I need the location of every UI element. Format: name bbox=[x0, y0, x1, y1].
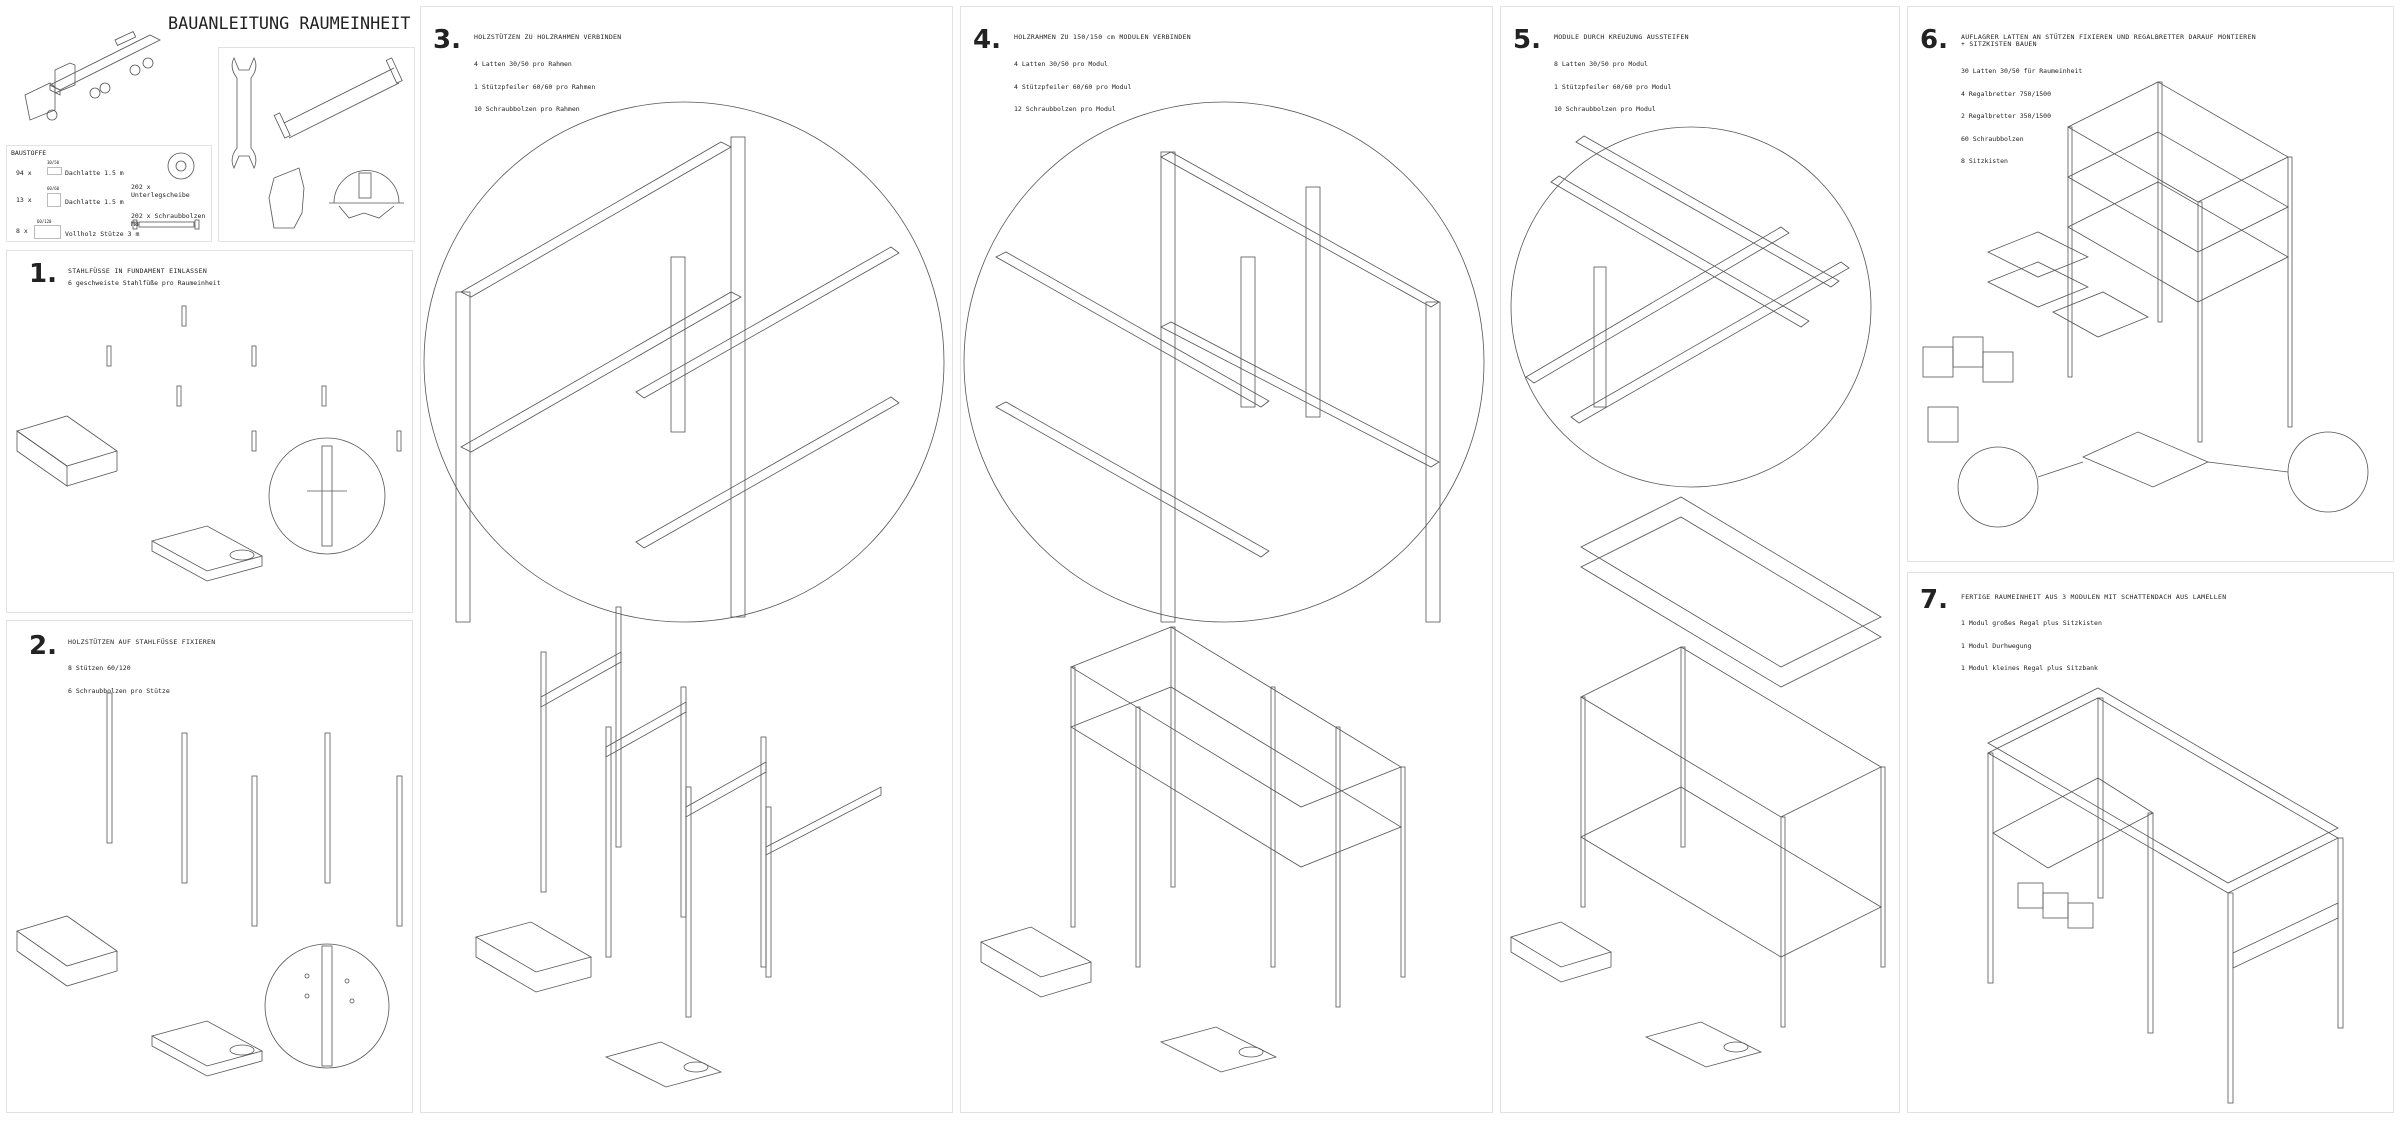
step-line: 30 Latten 30/50 für Raumeinheit bbox=[1961, 67, 2083, 75]
step-details: 4 Latten 30/50 pro Rahmen 1 Stützpfeiler… bbox=[474, 46, 595, 129]
step-line: 1 Modul großes Regal plus Sitzkisten bbox=[1961, 619, 2102, 627]
step-line: 4 Regalbretter 750/1500 bbox=[1961, 89, 2052, 98]
step-title: MODULE DURCH KREUZUNG AUSSTEIFEN bbox=[1554, 33, 1689, 41]
step-1-panel: 1. STAHLFÜSSE IN FUNDAMENT EINLASSEN 6 g… bbox=[6, 250, 413, 613]
finished-unit-drawing bbox=[1987, 687, 2344, 1104]
glove-icon bbox=[268, 167, 305, 229]
step-title: STAHLFÜSSE IN FUNDAMENT EINLASSEN bbox=[68, 267, 208, 275]
step-details: 30 Latten 30/50 für Raumeinheit 4 Regalb… bbox=[1961, 53, 2082, 181]
truck-illustration bbox=[24, 31, 161, 121]
step-3-panel: 3. HOLZSTÜTZEN ZU HOLZRAHMEN VERBINDEN 4… bbox=[420, 6, 953, 1113]
saw-icon bbox=[273, 57, 403, 139]
step-number: 2. bbox=[29, 631, 57, 661]
material-size: 30/50 bbox=[47, 160, 60, 165]
bracing-detail-drawing bbox=[1510, 126, 1886, 1068]
frame-detail-drawing bbox=[423, 101, 945, 1088]
step-line: 6 geschweiste Stahlfüße pro Raumeinheit bbox=[68, 279, 221, 287]
step-details: 8 Stützen 60/120 6 Schraubbolzen pro Stü… bbox=[68, 650, 170, 710]
shelf-assembly-drawing bbox=[1922, 81, 2369, 528]
washer-label: 202 x Unterlegscheibe bbox=[131, 183, 190, 199]
washer-icon bbox=[167, 152, 195, 180]
material-qty: 8 x bbox=[16, 227, 28, 235]
step-details: 6 geschweiste Stahlfüße pro Raumeinheit bbox=[68, 279, 221, 288]
step-title-continued: + SITZKISTEN BAUEN bbox=[1961, 40, 2037, 48]
step-number: 1. bbox=[29, 259, 57, 289]
material-qty: 94 x bbox=[16, 169, 32, 177]
wrench-icon bbox=[231, 57, 257, 169]
step-number: 3. bbox=[433, 25, 461, 55]
steel-feet-drawing bbox=[16, 305, 402, 582]
bolt-icon bbox=[132, 219, 200, 230]
step-line: 60 Schraubbolzen bbox=[1961, 134, 2024, 143]
step-7-panel: 7. FERTIGE RAUMEINHEIT AUS 3 MODULEN MIT… bbox=[1907, 572, 2394, 1113]
step-title: AUFLAGRER LATTEN AN STÜTZEN FIXIEREN UND… bbox=[1961, 33, 2256, 41]
step-line: 4 Stützpfeiler 60/60 pro Modul bbox=[1014, 82, 1132, 91]
step-line: 10 Schraubbolzen pro Rahmen bbox=[474, 105, 580, 113]
step-4-panel: 4. HOLZRAHMEN ZU 150/150 cm MODULEN VERB… bbox=[960, 6, 1493, 1113]
step-line: 6 Schraubbolzen pro Stütze bbox=[68, 686, 170, 695]
step-line: 8 Stützen 60/120 bbox=[68, 664, 131, 672]
step-number: 4. bbox=[973, 25, 1001, 55]
step-title: FERTIGE RAUMEINHEIT AUS 3 MODULEN MIT SC… bbox=[1961, 593, 2227, 601]
step-line: 1 Modul Durhwegung bbox=[1961, 641, 2032, 650]
step-line: 4 Latten 30/50 pro Modul bbox=[1014, 60, 1108, 68]
material-label: Dachlatte 1.5 m bbox=[65, 198, 124, 206]
step-number: 7. bbox=[1920, 585, 1948, 615]
step-line: 12 Schraubbolzen pro Modul bbox=[1014, 105, 1116, 113]
step-number: 5. bbox=[1513, 25, 1541, 55]
material-qty: 13 x bbox=[16, 196, 32, 204]
step-details: 4 Latten 30/50 pro Modul 4 Stützpfeiler … bbox=[1014, 46, 1131, 129]
step-line: 1 Stützpfeiler 60/60 pro Modul bbox=[1554, 82, 1672, 91]
material-label: Vollholz Stütze 3 m bbox=[65, 230, 140, 238]
materials-box: BAUSTOFFE 94 x 30/50 Dachlatte 1.5 m 13 … bbox=[6, 145, 212, 242]
batten-icon bbox=[47, 167, 62, 175]
step-line: 10 Schraubbolzen pro Modul bbox=[1554, 105, 1656, 113]
step-5-panel: 5. MODULE DURCH KREUZUNG AUSSTEIFEN 8 La… bbox=[1500, 6, 1900, 1113]
step-line: 8 Latten 30/50 pro Modul bbox=[1554, 60, 1648, 68]
columns-drawing bbox=[16, 692, 403, 1077]
material-label: Dachlatte 1.5 m bbox=[65, 169, 124, 177]
bolt-label: 202 x Schraubbolzen M8 bbox=[131, 212, 206, 228]
module-detail-drawing bbox=[963, 101, 1485, 1073]
helmet-icon bbox=[329, 170, 404, 219]
step-title: HOLZSTÜTZEN AUF STAHLFÜSSE FIXIEREN bbox=[68, 638, 216, 646]
step-details: 1 Modul großes Regal plus Sitzkisten 1 M… bbox=[1961, 605, 2102, 688]
material-size: 60/60 bbox=[47, 186, 60, 191]
step-line: 4 Latten 30/50 pro Rahmen bbox=[474, 60, 572, 68]
step-title: HOLZSTÜTZEN ZU HOLZRAHMEN VERBINDEN bbox=[474, 33, 622, 41]
step-line: 1 Modul kleines Regal plus Sitzbank bbox=[1961, 664, 2098, 672]
batten-icon bbox=[47, 193, 61, 207]
material-size: 60/120 bbox=[37, 219, 52, 224]
step-line: 2 Regalbretter 350/1500 bbox=[1961, 112, 2052, 120]
step-line: 1 Stützpfeiler 60/60 pro Rahmen bbox=[474, 82, 596, 91]
column-icon bbox=[34, 225, 61, 239]
tools-box bbox=[218, 47, 415, 242]
step-title: HOLZRAHMEN ZU 150/150 cm MODULEN VERBIND… bbox=[1014, 33, 1191, 41]
step-6-panel: 6. AUFLAGRER LATTEN AN STÜTZEN FIXIEREN … bbox=[1907, 6, 2394, 562]
materials-heading: BAUSTOFFE bbox=[11, 149, 47, 157]
step-details: 8 Latten 30/50 pro Modul 1 Stützpfeiler … bbox=[1554, 46, 1671, 129]
step-line: 8 Sitzkisten bbox=[1961, 157, 2008, 165]
step-number: 6. bbox=[1920, 25, 1948, 55]
step-2-panel: 2. HOLZSTÜTZEN AUF STAHLFÜSSE FIXIEREN 8… bbox=[6, 620, 413, 1113]
page-title: BAUANLEITUNG RAUMEINHEIT bbox=[168, 13, 411, 33]
